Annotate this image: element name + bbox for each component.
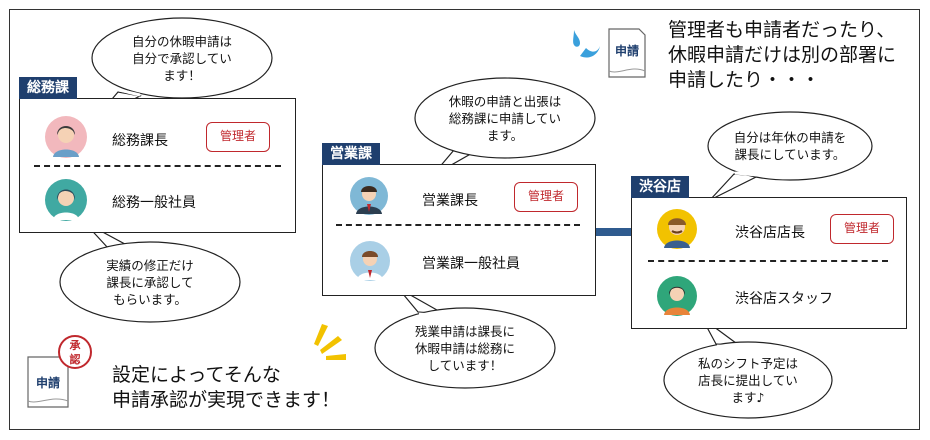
footer-message-line1: 設定によってそんな bbox=[112, 364, 281, 386]
header-message-line1: 管理者も申請者だったり、 bbox=[668, 19, 896, 41]
avatar-shibuya-manager bbox=[657, 209, 697, 249]
member-shibuya-manager: 渋谷店店長 bbox=[735, 225, 805, 241]
avatar-eigyo-staff bbox=[350, 241, 390, 281]
bubble-shibuya-staff-text: 私のシフト予定は店長に提出しています♪ bbox=[697, 356, 798, 405]
member-soumu-manager: 総務課長 bbox=[112, 133, 168, 149]
emphasis-marks-icon bbox=[314, 324, 346, 360]
bubble-eigyo-staff-text: 残業申請は課長に休暇申請は総務にしています！ bbox=[414, 324, 515, 373]
approve-stamp: 承認 bbox=[58, 335, 92, 369]
member-shibuya-staff: 渋谷店スタッフ bbox=[735, 291, 833, 307]
speech-bubble-shibuya-manager bbox=[707, 111, 873, 201]
bubble-soumu-manager-text: 自分の休暇申請は自分で承認しています！ bbox=[131, 34, 232, 83]
member-soumu-staff: 総務一般社員 bbox=[112, 195, 196, 211]
dept-label-eigyo: 営業課 bbox=[322, 143, 380, 165]
diagram-frame bbox=[9, 9, 920, 430]
water-drop-icon bbox=[573, 30, 600, 58]
dept-label-soumu: 総務課 bbox=[19, 77, 77, 99]
bubble-eigyo-manager-text: 休暇の申請と出張は総務課に申請しています。 bbox=[448, 94, 562, 143]
admin-badge-eigyo: 管理者 bbox=[514, 182, 578, 212]
bubble-shibuya-manager-text: 自分は年休の申請を課長にしています。 bbox=[733, 130, 847, 162]
dept-label-shibuya: 渋谷店 bbox=[631, 176, 689, 198]
admin-badge-soumu: 管理者 bbox=[206, 122, 270, 152]
connector-eigyo-shibuya bbox=[596, 228, 632, 236]
doc-label-top: 申請 bbox=[614, 44, 639, 58]
speech-bubble-shibuya-staff bbox=[663, 317, 833, 419]
divider-shibuya bbox=[648, 260, 888, 262]
header-message-line2: 休暇申請だけは別の部署に bbox=[668, 44, 897, 66]
avatar-eigyo-manager bbox=[350, 177, 388, 215]
admin-badge-shibuya: 管理者 bbox=[830, 214, 894, 244]
member-eigyo-manager: 営業課長 bbox=[422, 193, 478, 209]
divider-soumu bbox=[34, 165, 281, 167]
avatar-shibuya-staff bbox=[657, 276, 697, 316]
avatar-soumu-staff bbox=[45, 179, 87, 221]
doc-label-bottom: 申請 bbox=[35, 376, 60, 390]
header-message-line3: 申請したり・・・ bbox=[668, 69, 821, 91]
footer-message-line2: 申請承認が実現できます！ bbox=[112, 389, 341, 411]
application-document-icon-bottom bbox=[27, 356, 69, 408]
member-eigyo-staff: 営業課一般社員 bbox=[422, 256, 520, 272]
avatar-soumu-manager bbox=[45, 116, 87, 158]
application-document-icon bbox=[608, 28, 646, 78]
divider-eigyo bbox=[336, 224, 580, 226]
bubble-soumu-staff-text: 実績の修正だけ課長に承認してもらいます。 bbox=[106, 258, 194, 307]
